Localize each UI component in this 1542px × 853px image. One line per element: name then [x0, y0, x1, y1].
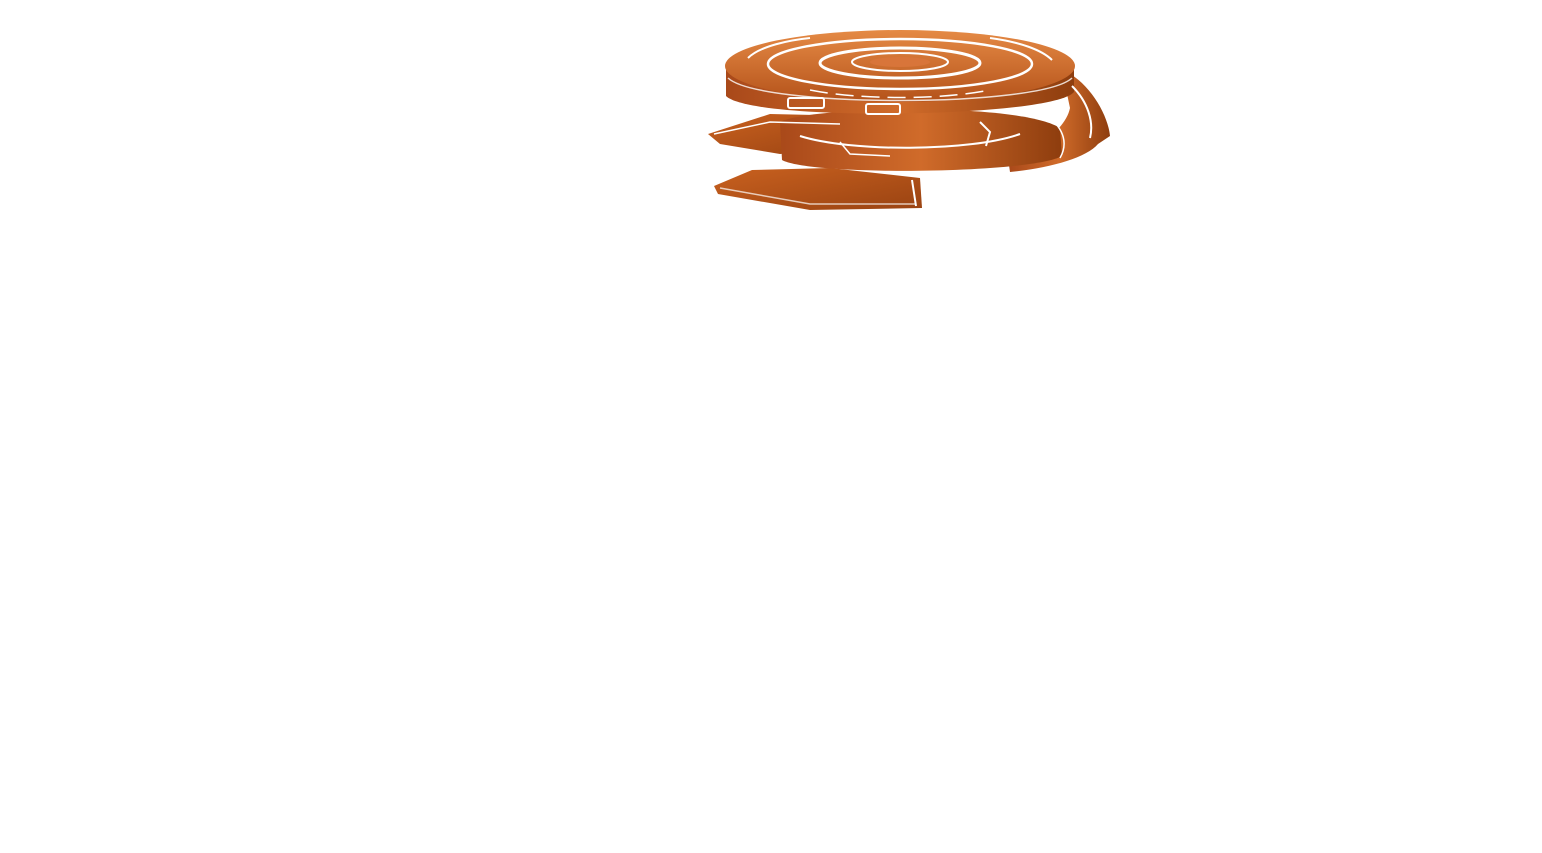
lower-tab-line	[719, 187, 916, 205]
port-right	[865, 103, 901, 115]
outer-ring-line	[766, 37, 1034, 91]
lower-tab-edge	[911, 179, 917, 207]
right-wing-line	[1071, 85, 1093, 139]
lower-ring-shape	[780, 109, 1062, 171]
middle-ring-line	[818, 46, 982, 80]
core-disc	[870, 57, 930, 67]
lower-ring-bracket	[979, 121, 992, 147]
orange-hologram-disc-platform-icon	[690, 18, 1120, 228]
arc-segment-left	[747, 37, 811, 59]
arc-segment-front	[809, 89, 991, 99]
rim-highlight-line	[727, 77, 1073, 102]
left-wing-line	[713, 121, 841, 135]
hologram-svg	[708, 30, 1110, 210]
right-wing-shape	[1008, 70, 1110, 172]
inner-ring-line	[851, 52, 949, 72]
lower-tab-shape	[714, 168, 922, 210]
port-left	[787, 97, 825, 109]
arc-segment-right	[989, 37, 1053, 61]
right-wing-line-2	[1049, 117, 1065, 159]
lower-ring-notch	[839, 141, 891, 157]
lower-ring-arc	[799, 133, 1021, 149]
